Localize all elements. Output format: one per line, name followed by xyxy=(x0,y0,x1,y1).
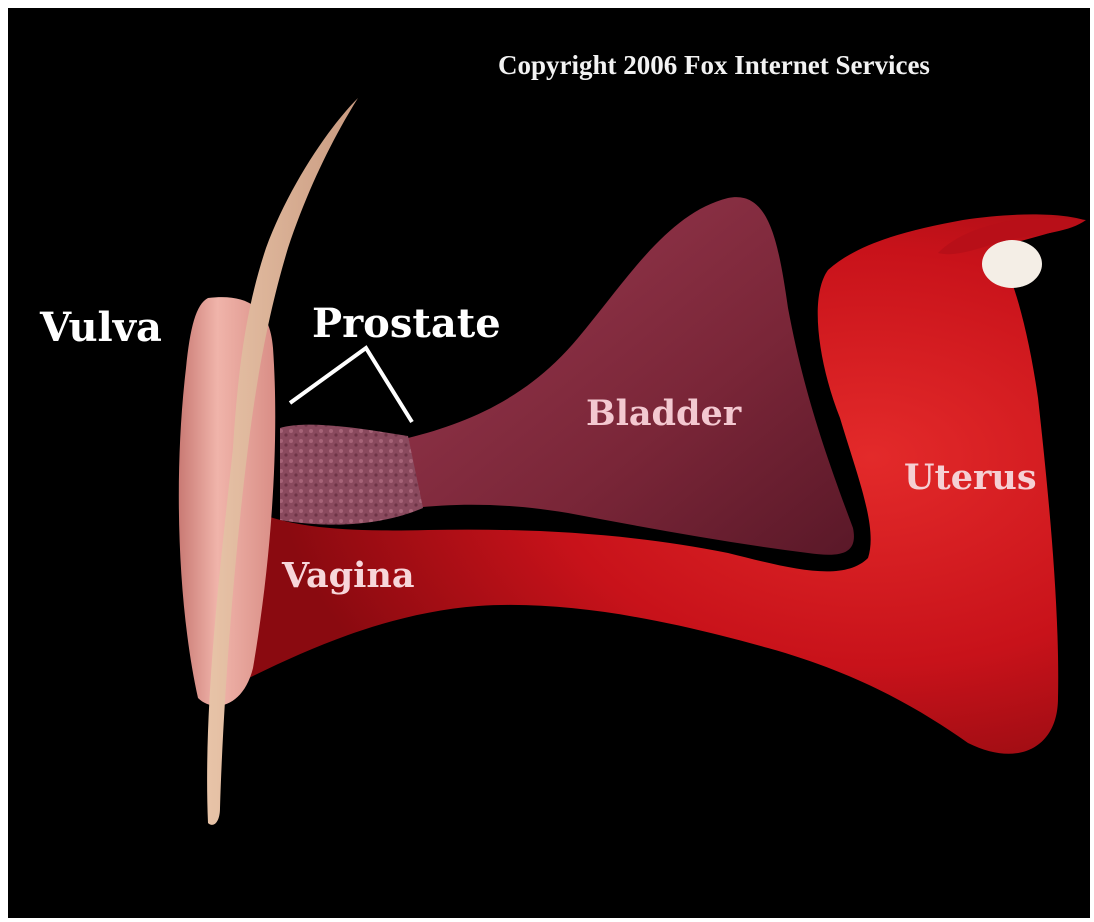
diagram-canvas: Copyright 2006 Fox Internet Services Vul… xyxy=(8,8,1090,918)
prostate-pointer-line xyxy=(290,348,412,422)
copyright-text: Copyright 2006 Fox Internet Services xyxy=(498,52,930,79)
bladder-shape xyxy=(408,197,854,555)
prostate-shape xyxy=(280,425,423,525)
label-vulva: Vulva xyxy=(40,308,162,348)
label-vagina: Vagina xyxy=(282,558,415,593)
label-uterus: Uterus xyxy=(904,460,1037,495)
label-bladder: Bladder xyxy=(586,396,741,431)
ovary-shape xyxy=(982,240,1042,288)
label-prostate: Prostate xyxy=(312,304,501,344)
